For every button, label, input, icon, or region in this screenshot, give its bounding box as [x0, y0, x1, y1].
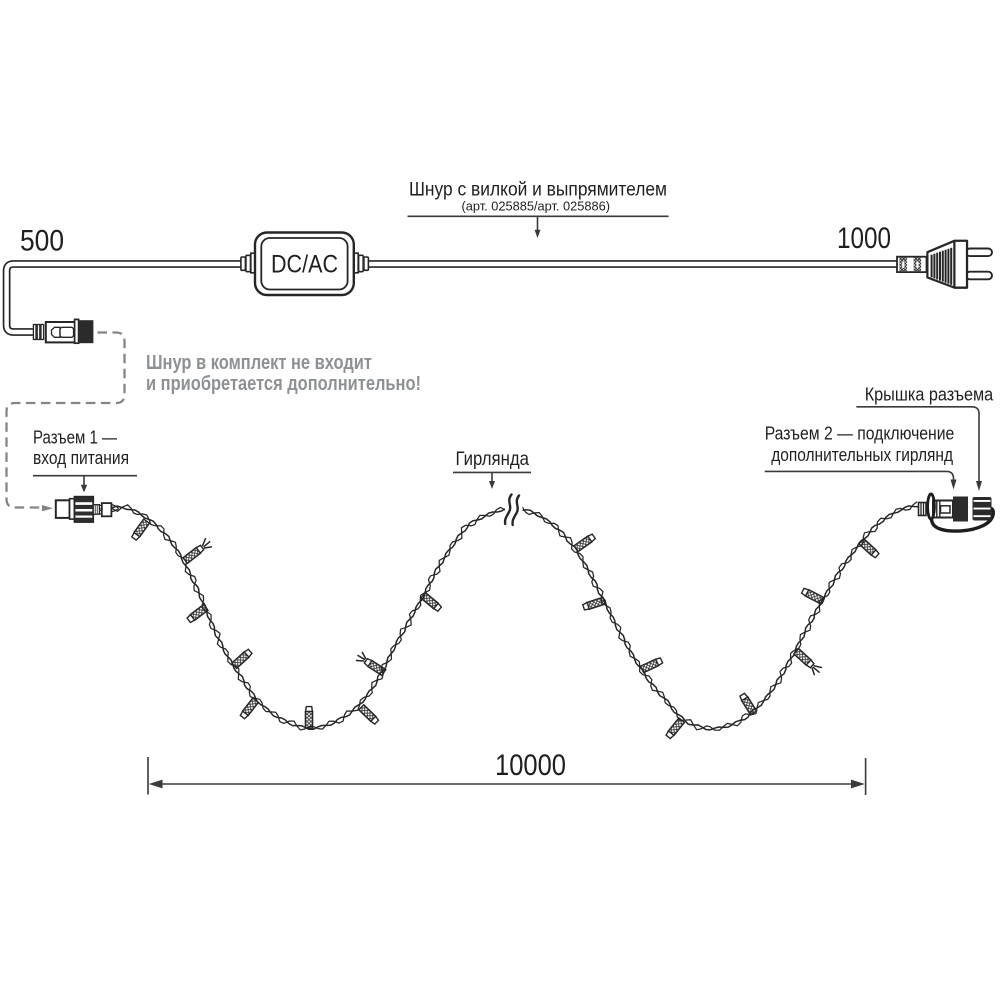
svg-text:Крышка разъема: Крышка разъема: [865, 385, 994, 405]
svg-text:и приобретается дополнительно!: и приобретается дополнительно!: [146, 372, 421, 395]
svg-text:Разъем 2 — подключение: Разъем 2 — подключение: [765, 423, 955, 443]
svg-text:Гирлянда: Гирлянда: [456, 448, 530, 470]
svg-text:10000: 10000: [495, 749, 566, 782]
svg-text:дополнительных гирлянд: дополнительных гирлянд: [771, 445, 953, 465]
svg-text:DC/AC: DC/AC: [271, 251, 338, 279]
svg-text:(арт. 025885/арт. 025886): (арт. 025885/арт. 025886): [462, 200, 611, 214]
svg-text:Разъем 1 —: Разъем 1 —: [33, 428, 117, 448]
svg-text:вход питания: вход питания: [33, 448, 129, 468]
svg-text:Шнур с вилкой и выпрямителем: Шнур с вилкой и выпрямителем: [409, 179, 667, 201]
svg-text:500: 500: [20, 225, 64, 258]
svg-text:Шнур в комплект не входит: Шнур в комплект не входит: [146, 351, 372, 374]
svg-text:1000: 1000: [837, 222, 891, 255]
